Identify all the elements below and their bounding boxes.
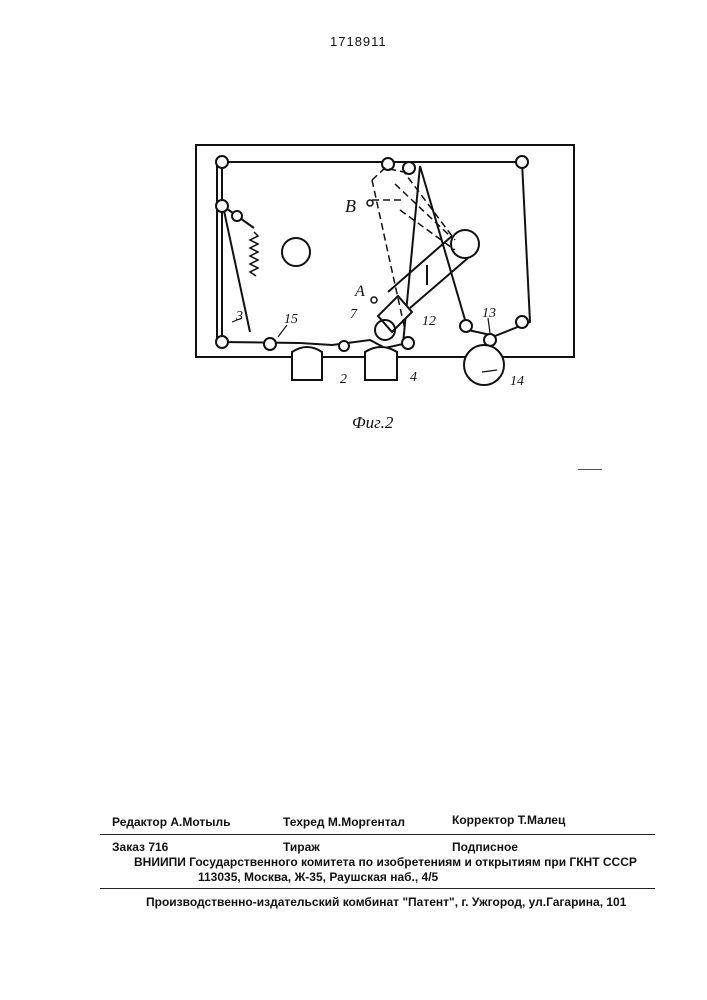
- label-14: 14: [510, 374, 524, 389]
- label-13: 13: [482, 306, 496, 321]
- publisher-line: Производственно-издательский комбинат "П…: [146, 895, 626, 909]
- drive-pulley: [282, 238, 310, 266]
- label-3: 3: [235, 309, 243, 324]
- label-12: 12: [422, 314, 436, 329]
- figure-2-diagram: 3 15 2 4 7 12 13 14 A B: [0, 0, 707, 440]
- label-15: 15: [284, 312, 298, 327]
- divider-mark: [578, 469, 602, 470]
- roller: [402, 337, 414, 349]
- label-b: B: [345, 196, 356, 216]
- point-a: [371, 297, 377, 303]
- roller: [460, 320, 472, 332]
- roller: [216, 200, 228, 212]
- label-4: 4: [410, 370, 417, 385]
- corrector-credit: Корректор Т.Малец: [452, 813, 565, 827]
- pivot-pulley: [451, 230, 479, 258]
- label-7: 7: [350, 307, 358, 322]
- subscription-label: Подписное: [452, 840, 518, 854]
- label-2: 2: [340, 372, 347, 387]
- order-number: Заказ 716: [112, 840, 168, 854]
- label-a: A: [354, 283, 365, 300]
- tank-4: [365, 347, 397, 380]
- footer-rule-bottom: [100, 888, 655, 889]
- roller: [516, 156, 528, 168]
- footer-rule-top: [100, 834, 655, 835]
- institute-name: ВНИИПИ Государственного комитета по изоб…: [134, 855, 637, 869]
- roller: [339, 341, 349, 351]
- roller: [516, 316, 528, 328]
- techred-credit: Техред М.Моргентал: [283, 815, 405, 829]
- roller: [216, 336, 228, 348]
- roller: [232, 211, 242, 221]
- drum-14: [464, 345, 504, 385]
- roller: [216, 156, 228, 168]
- circulation-label: Тираж: [283, 840, 320, 854]
- editor-credit: Редактор А.Мотыль: [112, 815, 231, 829]
- roller-15: [264, 338, 276, 350]
- figure-caption: Фиг.2: [352, 413, 393, 433]
- institute-address: 113035, Москва, Ж-35, Раушская наб., 4/5: [198, 870, 438, 884]
- tank-2: [292, 347, 322, 380]
- point-b: [367, 200, 373, 206]
- tension-spring: [250, 232, 258, 276]
